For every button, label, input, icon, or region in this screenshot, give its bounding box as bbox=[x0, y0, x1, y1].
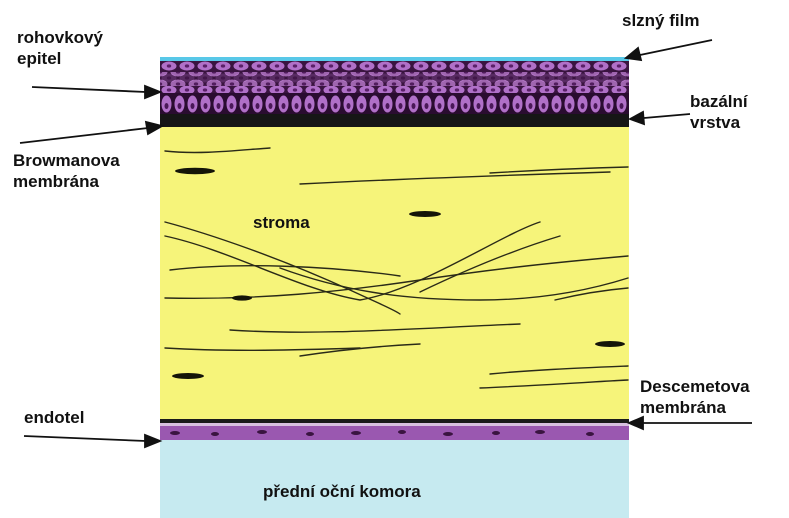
label-endothelium: endotel bbox=[24, 407, 84, 428]
anterior-chamber bbox=[160, 440, 629, 518]
arrow-tear-film bbox=[626, 40, 712, 60]
endothelial-nucleus bbox=[257, 430, 267, 434]
arrow-basal-layer bbox=[630, 112, 690, 124]
endothelial-nucleus bbox=[170, 431, 180, 435]
label-stroma: stroma bbox=[253, 212, 310, 233]
endothelial-nucleus bbox=[535, 430, 545, 434]
endothelial-nucleus bbox=[492, 431, 500, 435]
keratocyte bbox=[409, 211, 441, 217]
label-descemet-membrane-line1: Descemetova bbox=[640, 376, 750, 397]
label-basal-layer-line1: bazální bbox=[690, 91, 748, 112]
label-epithelium: rohovkový epitel bbox=[17, 27, 103, 69]
keratocyte bbox=[175, 168, 215, 174]
endothelial-nucleus bbox=[398, 430, 406, 434]
stroma-layer bbox=[160, 127, 629, 419]
arrow-epithelium bbox=[32, 86, 160, 98]
label-descemet-membrane-line2: membrána bbox=[640, 397, 750, 418]
label-basal-layer: bazální vrstva bbox=[690, 91, 748, 133]
bowman-membrane bbox=[160, 114, 629, 127]
epithelium-layer-overlay bbox=[160, 72, 629, 86]
label-epithelium-line2: epitel bbox=[17, 48, 103, 69]
label-bowman-membrane: Browmanova membrána bbox=[13, 150, 120, 192]
arrow-endothelium bbox=[24, 435, 160, 447]
descemet-membrane bbox=[160, 419, 629, 423]
label-descemet-membrane: Descemetova membrána bbox=[640, 376, 750, 418]
tear-film-layer bbox=[160, 57, 629, 61]
endothelial-nucleus bbox=[351, 431, 361, 435]
basal-layer bbox=[160, 93, 629, 114]
endothelial-nucleus bbox=[443, 432, 453, 436]
label-epithelium-line1: rohovkový bbox=[17, 27, 103, 48]
endothelial-nucleus bbox=[586, 432, 594, 436]
keratocyte bbox=[232, 295, 252, 300]
endothelial-nucleus bbox=[211, 432, 219, 436]
endothelium-layer bbox=[160, 426, 629, 440]
arrow-bowman-membrane bbox=[20, 122, 162, 143]
label-tear-film: slzný film bbox=[622, 10, 699, 31]
label-bowman-membrane-line2: membrána bbox=[13, 171, 120, 192]
keratocyte bbox=[595, 341, 625, 347]
label-basal-layer-line2: vrstva bbox=[690, 112, 748, 133]
endothelial-nucleus bbox=[306, 432, 314, 436]
label-bowman-membrane-line1: Browmanova bbox=[13, 150, 120, 171]
keratocyte bbox=[172, 373, 204, 379]
descemet-gap bbox=[160, 423, 629, 426]
label-anterior-chamber: přední oční komora bbox=[263, 481, 421, 502]
arrow-descemet-membrane bbox=[629, 417, 752, 429]
